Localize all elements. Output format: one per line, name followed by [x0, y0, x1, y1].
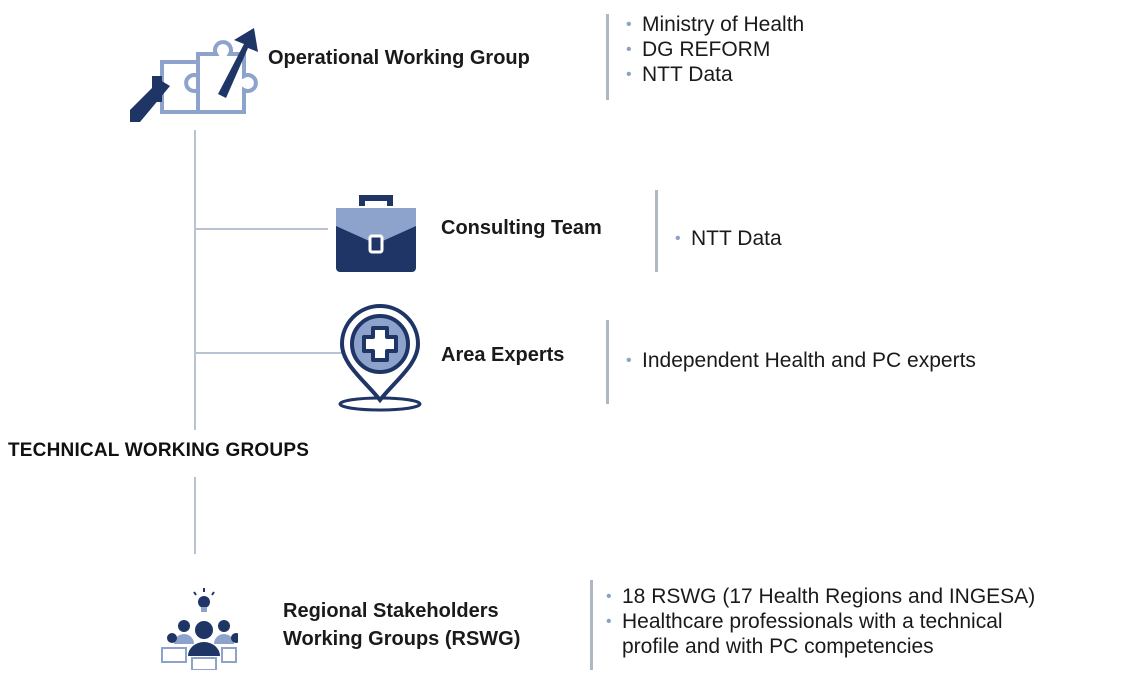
experts-list: Independent Health and PC experts	[624, 348, 976, 373]
regional-title-line1: Regional Stakeholders	[283, 600, 499, 622]
operational-title: Operational Working Group	[268, 47, 530, 69]
operational-separator	[606, 14, 609, 100]
consulting-list: NTT Data	[673, 226, 782, 251]
medical-location-pin-icon	[334, 304, 426, 412]
technical-heading: TECHNICAL WORKING GROUPS	[8, 440, 310, 461]
experts-title: Area Experts	[441, 344, 565, 366]
list-item: DG REFORM	[624, 37, 804, 62]
list-item: Healthcare professionals with a technica…	[604, 609, 1035, 634]
regional-title-line2: Working Groups (RSWG)	[283, 628, 521, 650]
stakeholders-group-icon	[158, 586, 241, 671]
consulting-separator	[655, 190, 658, 272]
list-item-continuation: profile and with PC competencies	[622, 635, 934, 658]
consulting-title: Consulting Team	[441, 217, 602, 239]
puzzle-handshake-icon	[126, 24, 262, 126]
list-item: Ministry of Health	[624, 12, 804, 37]
list-item: 18 RSWG (17 Health Regions and INGESA)	[604, 584, 1035, 609]
briefcase-icon	[334, 190, 418, 274]
regional-list: 18 RSWG (17 Health Regions and INGESA) H…	[604, 584, 1035, 659]
connector-consulting	[194, 228, 328, 230]
experts-separator	[606, 320, 609, 404]
regional-separator	[590, 580, 593, 670]
list-item: NTT Data	[624, 62, 804, 87]
list-item: Independent Health and PC experts	[624, 348, 976, 373]
main-connector-bottom	[194, 477, 196, 554]
connector-experts	[194, 352, 344, 354]
main-connector-top	[194, 130, 196, 430]
list-item: NTT Data	[673, 226, 782, 251]
operational-list: Ministry of Health DG REFORM NTT Data	[624, 12, 804, 87]
